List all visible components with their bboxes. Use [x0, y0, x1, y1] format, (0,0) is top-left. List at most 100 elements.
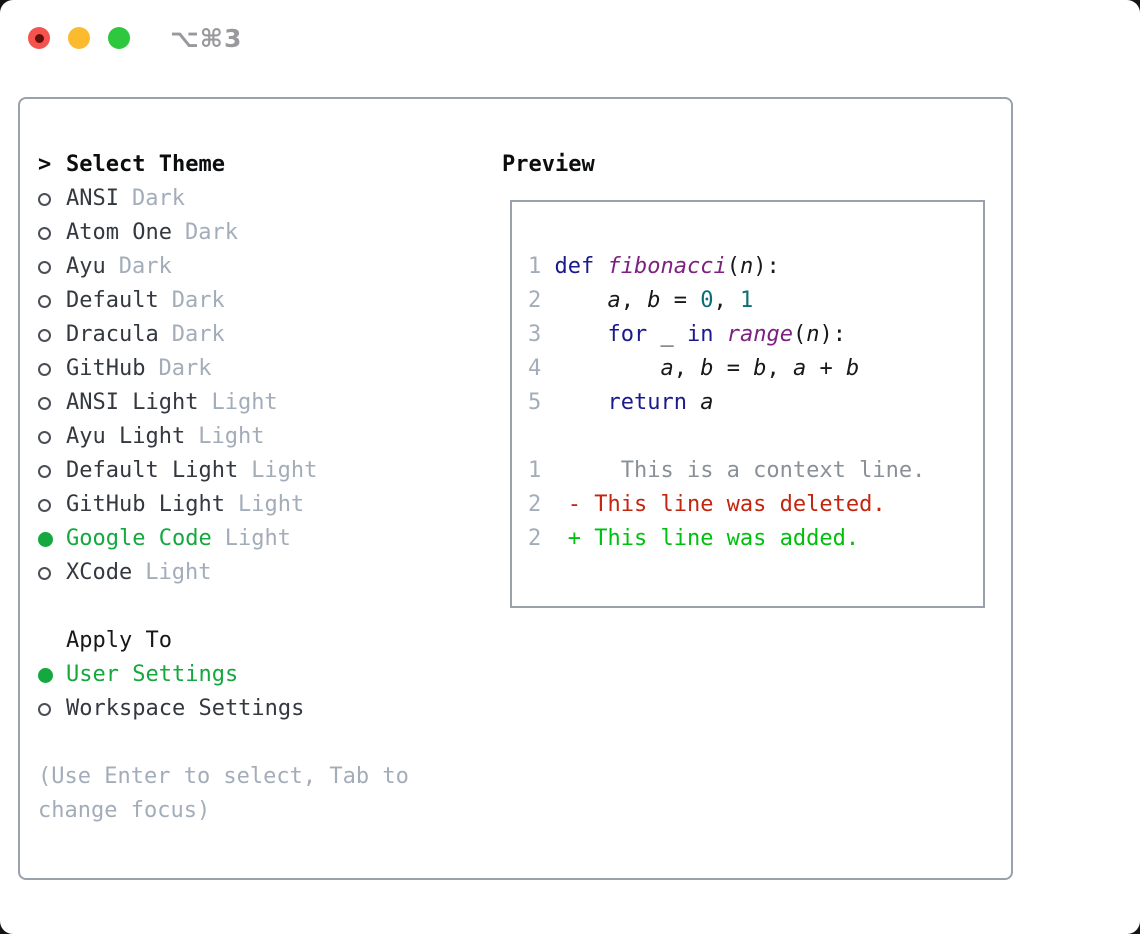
- code-token: a: [660, 356, 674, 381]
- code-token: n: [739, 254, 754, 279]
- line-number: 5: [528, 390, 542, 415]
- zoom-button[interactable]: [108, 27, 130, 49]
- code-line: 4 a, b = b, a + b: [528, 352, 925, 386]
- code-token: b: [753, 356, 767, 381]
- radio-icon: [38, 192, 51, 206]
- line-number: 2: [528, 492, 542, 517]
- preview-title: Preview: [502, 152, 595, 177]
- code-token: [555, 356, 661, 381]
- code-line: 2 a, b = 0, 1: [528, 284, 925, 318]
- diff-line-context: 1 This is a context line.: [528, 454, 925, 488]
- line-number: 2: [528, 526, 542, 551]
- radio-selected-icon: [38, 667, 53, 683]
- code-token: _: [647, 322, 687, 347]
- line-number: 1: [528, 458, 542, 483]
- code-token: ,: [766, 356, 793, 381]
- line-number: 4: [528, 356, 542, 381]
- option-label: Atom One: [66, 220, 172, 245]
- radio-icon: [38, 396, 51, 410]
- variant-label: Light: [237, 492, 305, 517]
- option-label: Google Code: [66, 526, 212, 551]
- code-token: 0: [700, 288, 714, 313]
- divider-space: [38, 590, 468, 624]
- variant-label: Light: [224, 526, 291, 551]
- diff-text: - This line was deleted.: [541, 492, 886, 517]
- code-token: a: [607, 288, 621, 313]
- option-label: XCode: [66, 560, 133, 585]
- option-label: Workspace Settings: [66, 696, 305, 721]
- option-label: Default: [66, 288, 159, 313]
- code-line: 1 def fibonacci(n):: [528, 250, 925, 284]
- window-title: ⌥⌘3: [170, 23, 243, 53]
- diff-text: + This line was added.: [541, 526, 860, 551]
- theme-option[interactable]: Default Light Light: [38, 454, 468, 488]
- variant-label: Dark: [118, 254, 172, 279]
- line-number: 3: [528, 322, 542, 347]
- code-token: +: [806, 356, 846, 381]
- code-token: =: [713, 356, 754, 381]
- radio-icon: [38, 464, 51, 478]
- radio-icon: [38, 260, 51, 274]
- radio-icon: [38, 498, 51, 512]
- variant-label: Dark: [171, 322, 225, 347]
- option-label: Dracula: [66, 322, 159, 347]
- code-token: ):: [753, 254, 780, 279]
- minimize-button[interactable]: [68, 27, 90, 49]
- code-token: [713, 322, 726, 347]
- code-token: (: [792, 322, 807, 347]
- apply-to-label: Apply To: [66, 628, 172, 653]
- option-label: Ayu Light: [66, 424, 186, 449]
- variant-label: Light: [211, 390, 278, 415]
- apply-to-option[interactable]: User Settings: [38, 658, 468, 692]
- variant-label: Dark: [131, 186, 185, 211]
- cursor-icon: >: [38, 152, 52, 177]
- code-token: ,: [713, 288, 740, 313]
- code-token: in: [686, 322, 714, 347]
- variant-label: Dark: [158, 356, 212, 381]
- titlebar: ⌥⌘3: [28, 23, 243, 53]
- radio-icon: [38, 362, 51, 376]
- divider-space: [38, 726, 468, 760]
- close-button[interactable]: [28, 27, 50, 49]
- code-token: =: [660, 288, 701, 313]
- code-token: [687, 390, 700, 415]
- code-token: a: [792, 356, 807, 381]
- radio-icon: [38, 328, 51, 342]
- code-token: b: [700, 356, 714, 381]
- code-token: [555, 390, 608, 415]
- theme-option[interactable]: Google Code Light: [38, 522, 468, 556]
- code-token: n: [806, 322, 820, 347]
- code-token: (: [726, 254, 740, 279]
- diff-line-deleted: 2 - This line was deleted.: [528, 488, 925, 522]
- code-token: ):: [819, 322, 846, 347]
- theme-option[interactable]: Dracula Dark: [38, 318, 468, 352]
- option-label: GitHub Light: [66, 492, 225, 517]
- apply-to-option[interactable]: Workspace Settings: [38, 692, 468, 726]
- blank-line: [528, 420, 925, 454]
- code-token: [555, 288, 608, 313]
- option-label: Ayu: [66, 254, 106, 279]
- theme-option[interactable]: GitHub Light Light: [38, 488, 468, 522]
- radio-icon: [38, 702, 51, 716]
- code-token: [555, 322, 608, 347]
- option-label: Default Light: [66, 458, 239, 483]
- variant-label: Light: [251, 458, 318, 483]
- option-label: User Settings: [66, 662, 239, 687]
- code-token: for: [607, 322, 648, 347]
- diff-line-added: 2 + This line was added.: [528, 522, 925, 556]
- code-token: b: [647, 288, 661, 313]
- theme-option[interactable]: Ayu Dark: [38, 250, 468, 284]
- code-token: 1: [739, 288, 754, 313]
- radio-selected-icon: [38, 531, 53, 547]
